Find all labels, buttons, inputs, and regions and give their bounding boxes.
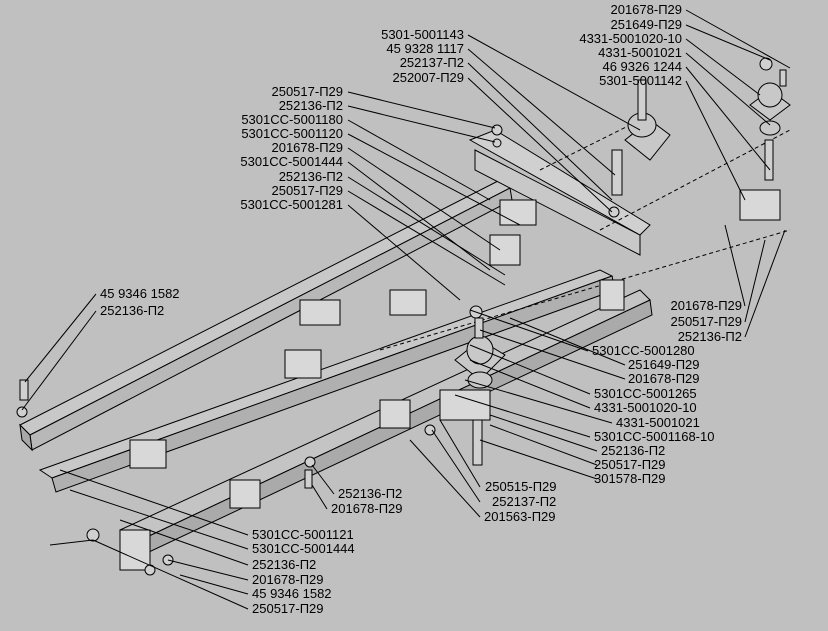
part-label: 252137-П2 <box>399 55 464 70</box>
part-label: 5301-5001142 <box>599 73 682 88</box>
part-label: 250517-П29 <box>271 84 343 99</box>
part-label: 301578-П29 <box>594 471 666 486</box>
part-label: 252136-П2 <box>278 169 343 184</box>
part-label: 4331-5001020-10 <box>594 400 697 415</box>
part-label: 5301-5001143 <box>381 27 464 42</box>
bolts <box>16 57 787 576</box>
part-label: 201678-П29 <box>628 371 700 386</box>
part-label: 46 9326 1244 <box>602 59 682 74</box>
part-label: 252136-П2 <box>601 443 666 458</box>
part-label: 252007-П29 <box>392 70 464 85</box>
part-label: 4331-5001021 <box>598 45 682 60</box>
part-label: 251649-П29 <box>628 357 700 372</box>
part-label: 250517-П29 <box>271 183 343 198</box>
part-label: 252136-П2 <box>338 486 403 501</box>
part-label: 5301СС-5001180 <box>241 112 343 127</box>
part-label: 250515-П29 <box>485 479 557 494</box>
part-label: 45 9346 1582 <box>100 286 180 301</box>
part-label: 4331-5001021 <box>616 415 700 430</box>
left-frame-rail <box>19 179 513 452</box>
part-label: 201678-П29 <box>271 140 343 155</box>
part-label: 5301СС-5001120 <box>241 126 343 141</box>
cross-member <box>468 129 651 256</box>
part-label: 5301СС-5001265 <box>594 386 697 401</box>
part-label: 252136-П2 <box>252 557 317 572</box>
part-label: 5301СС-5001121 <box>252 527 354 542</box>
part-label: 252136-П2 <box>278 98 343 113</box>
part-label: 250517-П29 <box>594 457 666 472</box>
part-label: 252136-П2 <box>100 303 165 318</box>
part-label: 201678-П29 <box>670 298 742 313</box>
part-label: 45 9346 1582 <box>252 586 332 601</box>
rubber-mounts <box>119 189 781 571</box>
part-label: 5301СС-5001444 <box>252 541 355 556</box>
part-label: 5301СС-5001168-10 <box>594 429 715 444</box>
part-label: 5301СС-5001444 <box>240 154 343 169</box>
leader-lines <box>21 9 791 610</box>
part-label: 5301СС-5001280 <box>592 343 695 358</box>
engine-support-cushions <box>454 82 791 389</box>
part-label: 201678-П29 <box>331 501 403 516</box>
part-label: 250517-П29 <box>252 601 324 616</box>
part-label: 250517-П29 <box>670 314 742 329</box>
part-label: 4331-5001020-10 <box>579 31 682 46</box>
part-label: 201678-П29 <box>610 2 682 17</box>
part-label: 201678-П29 <box>252 572 324 587</box>
part-label: 252137-П2 <box>492 494 557 509</box>
part-label: 201563-П29 <box>484 509 556 524</box>
part-label: 45 9328 1117 <box>386 41 464 56</box>
frame-section-background <box>379 119 791 351</box>
part-label: 5301СС-5001281 <box>240 197 343 212</box>
part-label: 251649-П29 <box>610 17 682 32</box>
part-label: 252136-П2 <box>677 329 742 344</box>
